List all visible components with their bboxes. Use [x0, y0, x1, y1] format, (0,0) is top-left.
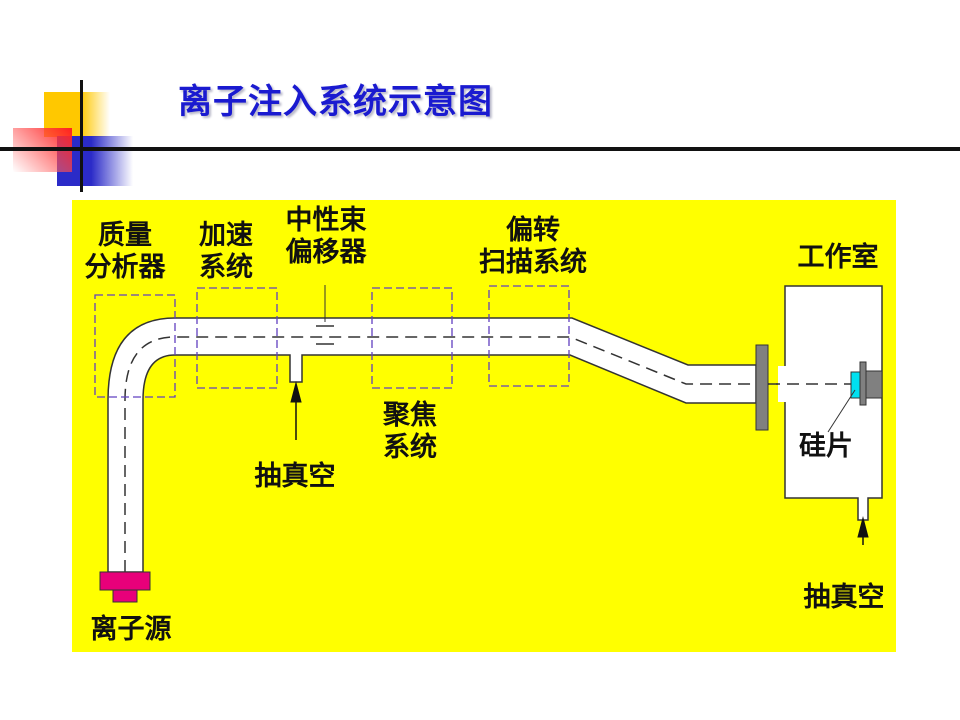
beam-path [124, 336, 852, 572]
flange [755, 344, 769, 431]
label-neutral-deflector: 中性束偏移器 [285, 205, 367, 268]
vacuum-arrow-icon [290, 381, 869, 545]
label-wafer: 硅片 [799, 431, 853, 462]
label-accelerator: 加速系统 [199, 220, 253, 283]
label-mass-analyzer: 质量分析器 [84, 220, 166, 283]
beam-pipe [107, 317, 757, 573]
label-ion-source: 离子源 [90, 614, 172, 645]
label-vacuum-chamber: 抽真空 [803, 582, 885, 613]
label-vacuum-pipe: 抽真空 [254, 461, 336, 492]
label-scan-system: 偏转扫描系统 [479, 215, 587, 278]
page-title: 离子注入系统示意图 [178, 82, 493, 122]
process-chamber [784, 285, 883, 521]
wafer-holder-plate [859, 361, 867, 406]
mass-analyzer-box [94, 294, 176, 398]
focus-box [371, 287, 453, 389]
scan-box [488, 285, 570, 387]
ion-source [99, 571, 151, 591]
label-focus: 聚焦系统 [383, 400, 437, 463]
label-chamber: 工作室 [797, 242, 879, 273]
wafer-holder-block [865, 370, 883, 399]
accelerator-box [196, 287, 278, 389]
title-rule [0, 147, 960, 151]
wafer [850, 371, 861, 399]
